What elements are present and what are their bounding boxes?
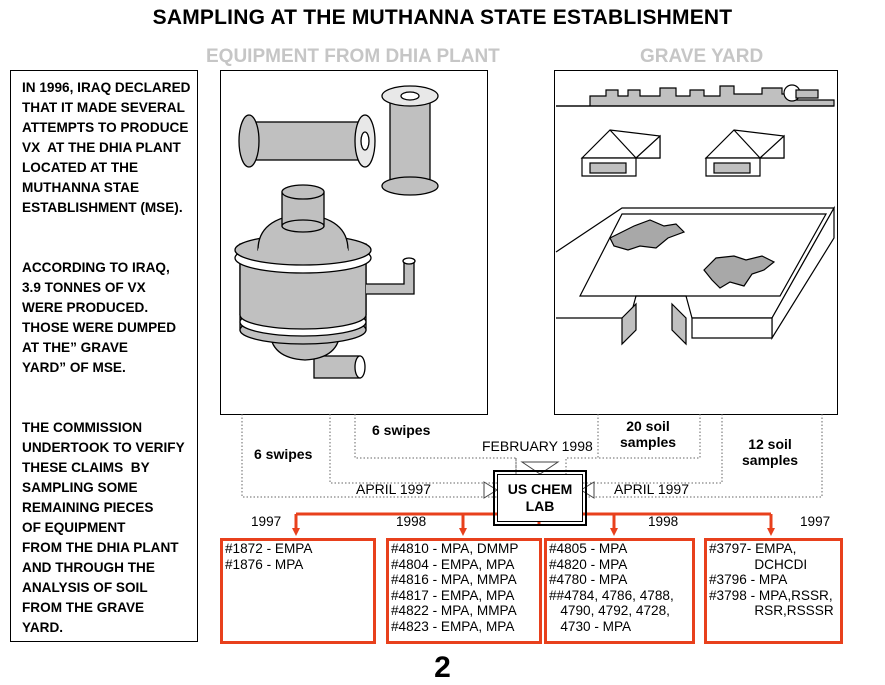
result-line: 4790, 4792, 4728, <box>549 603 670 618</box>
page-title: SAMPLING AT THE MUTHANNA STATE ESTABLISH… <box>152 6 733 29</box>
result-line: #4810 - MPA, DMMP <box>391 541 519 556</box>
us-chem-lab-box: US CHEM LAB <box>493 470 587 526</box>
result-box-3: #4805 - MPA #4820 - MPA #4780 - MPA ##47… <box>544 538 695 644</box>
bunker-icon <box>580 129 661 177</box>
vertical-pipe-icon <box>381 85 439 196</box>
soil-right-label: 12 soil samples <box>742 436 799 468</box>
february-1998-label: FEBRUARY 1998 <box>482 438 593 454</box>
swipes-left-label: 6 swipes <box>254 446 313 462</box>
graveyard-illustration <box>555 84 836 346</box>
spill-icon <box>703 255 776 289</box>
graveyard-heading: GRAVE YARD <box>640 46 764 67</box>
april-1997-left-label: APRIL 1997 <box>356 481 431 497</box>
explanation-box <box>10 70 198 642</box>
us-chem-lab-label: US CHEM LAB <box>507 481 573 514</box>
result-box-2: #4810 - MPA, DMMP #4804 - EMPA, MPA #481… <box>386 538 542 644</box>
result-line: RSR,RSSSR <box>709 603 834 618</box>
result-line: #4804 - EMPA, MPA <box>391 556 515 572</box>
result-line: #4823 - EMPA, MPA <box>391 618 515 634</box>
result-line: #4805 - MPA <box>549 541 628 556</box>
skyline-icon <box>556 85 835 107</box>
result-box-4: #3797- EMPA, DCHCDI #3796 - MPA #3798 - … <box>704 538 843 644</box>
result-box-1: #1872 - EMPA #1876 - MPA <box>220 538 376 644</box>
result-year-1: 1997 <box>251 514 282 529</box>
result-year-2: 1998 <box>396 514 427 529</box>
result-line: 4730 - MPA <box>549 618 632 634</box>
explanation-paragraph-3: THE COMMISSION UNDERTOOK TO VERIFY THESE… <box>22 420 185 635</box>
page-number: 2 <box>434 651 451 684</box>
equipment-heading: EQUIPMENT FROM DHIA PLANT <box>206 46 500 67</box>
result-year-3: 1998 <box>648 514 679 529</box>
sample-flow-lines <box>241 414 823 498</box>
arrowhead-icon <box>483 461 595 499</box>
result-line: ##4784, 4786, 4788, <box>549 587 674 603</box>
result-line: #3796 - MPA <box>709 572 788 587</box>
explanation-paragraph-1: IN 1996, IRAQ DECLARED THAT IT MADE SEVE… <box>22 80 191 215</box>
explanation-paragraph-2: ACCORDING TO IRAQ, 3.9 TONNES OF VX WERE… <box>22 260 177 375</box>
result-line: #1876 - MPA <box>225 556 304 572</box>
result-line: #4820 - MPA <box>549 556 628 572</box>
result-line: #3798 - MPA,RSSR, <box>709 587 833 603</box>
result-line: DCHCDI <box>709 556 808 572</box>
spill-icon <box>609 219 686 251</box>
equipment-illustration <box>234 85 439 379</box>
dump-pit-icon <box>555 205 836 346</box>
result-line: #4817 - EMPA, MPA <box>391 587 515 603</box>
april-1997-right-label: APRIL 1997 <box>614 481 689 497</box>
reactor-vessel-icon <box>234 184 416 379</box>
result-line: #3797- EMPA, <box>709 541 797 556</box>
swipes-inner-label: 6 swipes <box>372 422 431 438</box>
result-year-4: 1997 <box>800 514 831 529</box>
horizontal-pipe-icon <box>238 114 376 168</box>
result-line: #4780 - MPA <box>549 572 628 587</box>
result-line: #1872 - EMPA <box>225 541 313 556</box>
result-line: #4816 - MPA, MMPA <box>391 572 517 587</box>
soil-inner-label: 20 soil samples <box>620 418 677 450</box>
result-line: #4822 - MPA, MMPA <box>391 603 517 618</box>
bunker-icon <box>704 129 785 177</box>
